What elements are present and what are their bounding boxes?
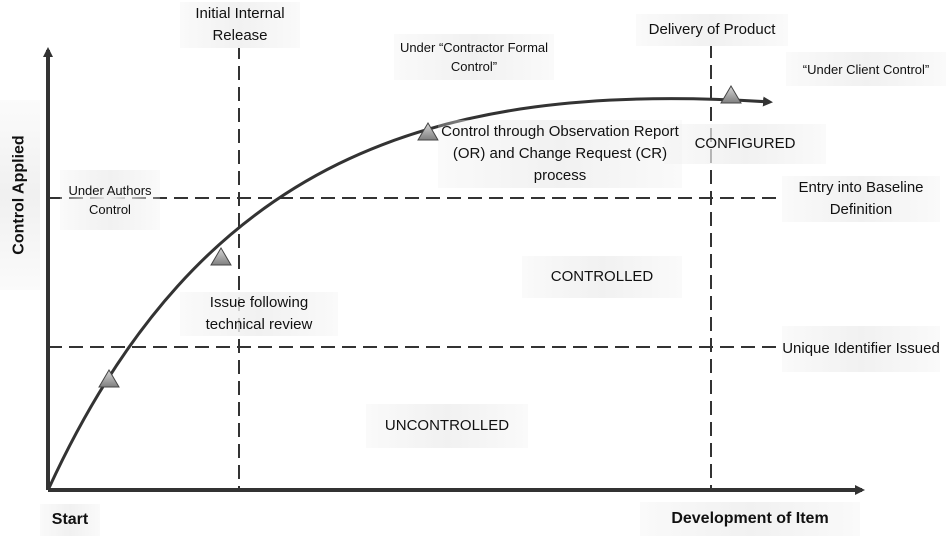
initial-internal-release-label: Initial Internal Release xyxy=(180,2,300,48)
or-cr-process-label: Control through Observation Report (OR) … xyxy=(438,120,682,188)
uncontrolled-state-label: UNCONTROLLED xyxy=(366,404,528,448)
y-axis-title-text: Control Applied xyxy=(11,135,29,255)
control-curve xyxy=(47,96,773,489)
x-axis-title: Development of Item xyxy=(640,502,860,536)
authors-control-label: Under Authors Control xyxy=(60,170,160,230)
or-cr-triangle xyxy=(417,122,439,141)
technical-review-triangle xyxy=(210,247,232,266)
delivery-of-product-label: Delivery of Product xyxy=(636,14,788,46)
early-issue-triangle xyxy=(98,369,120,388)
x-axis-start-label: Start xyxy=(40,504,100,536)
controlled-state-label: CONTROLLED xyxy=(522,256,682,298)
technical-review-label: Issue following technical review xyxy=(180,292,338,336)
unique-identifier-label: Unique Identifier Issued xyxy=(782,326,940,372)
y-axis-title: Control Applied xyxy=(0,100,40,290)
delivery-triangle xyxy=(720,85,742,104)
contractor-control-label: Under “Contractor Formal Control” xyxy=(394,34,554,80)
client-control-label: “Under Client Control” xyxy=(786,52,946,86)
entry-into-baseline-label: Entry into Baseline Definition xyxy=(782,176,940,222)
configured-state-label: CONFIGURED xyxy=(664,124,826,164)
